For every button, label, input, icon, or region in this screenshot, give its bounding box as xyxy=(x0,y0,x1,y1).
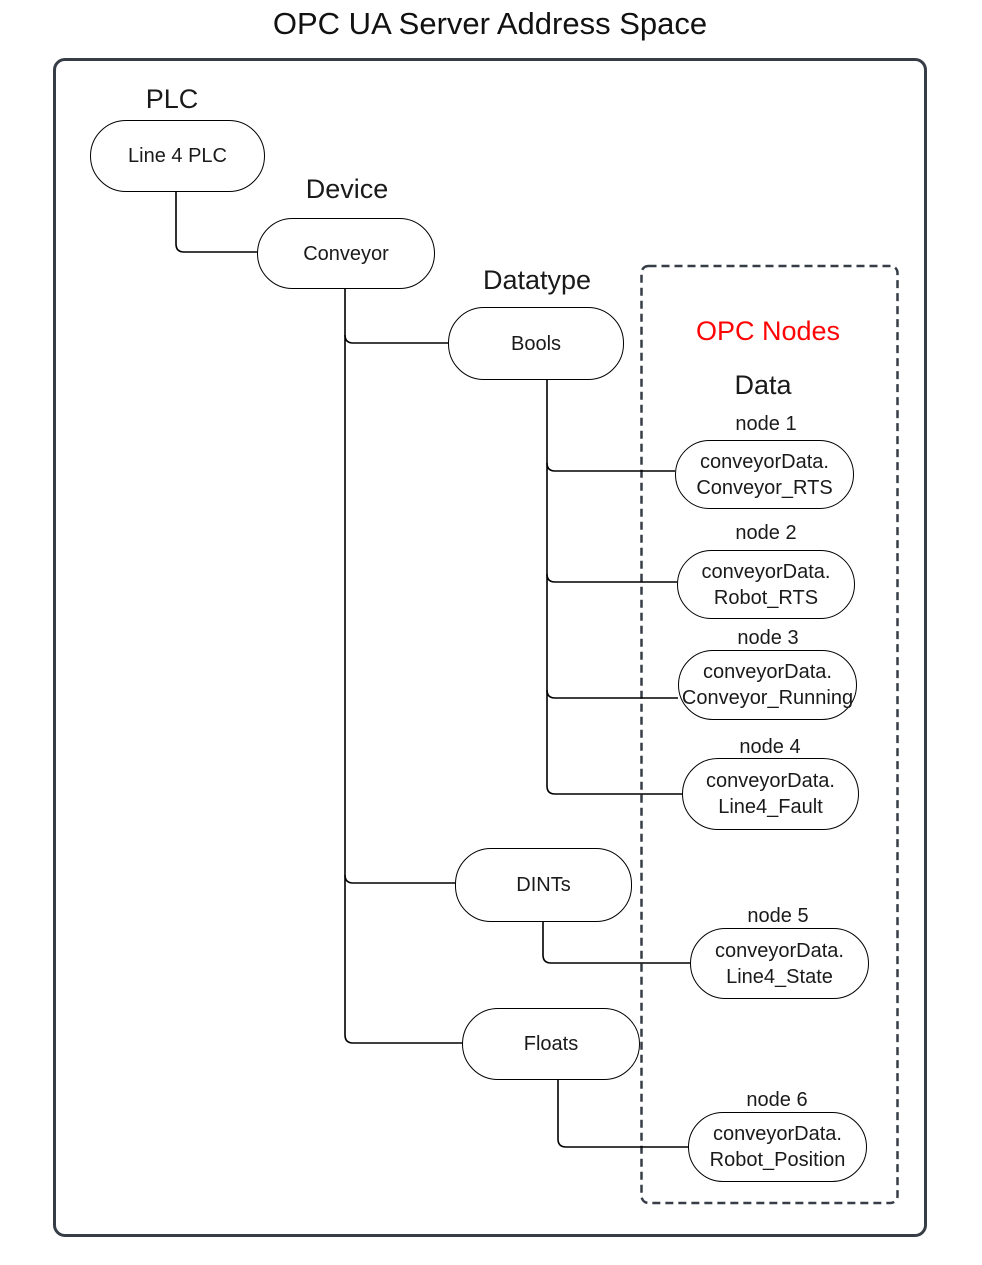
opc-node5-bubble: conveyorData. Line4_State xyxy=(690,928,869,999)
opc-node2-line1: conveyorData. xyxy=(701,560,831,583)
group-label-plc: PLC xyxy=(145,84,199,114)
connector-floats-node6 xyxy=(557,1078,688,1148)
connector-branch-node1 xyxy=(546,462,675,472)
node-floats-label: Floats xyxy=(523,1033,579,1055)
opc-node4-bubble: conveyorData. Line4_Fault xyxy=(682,758,859,830)
connector-conveyor-trunk xyxy=(344,287,462,1044)
connector-branch-bools xyxy=(344,334,448,344)
opc-nodes-dashed-box xyxy=(640,264,899,1205)
node-floats: Floats xyxy=(462,1008,640,1080)
opc-node1-id: node 1 xyxy=(735,413,797,435)
connector-branch-node3 xyxy=(546,689,678,699)
connector-bools-trunk xyxy=(546,378,682,795)
diagram-title: OPC UA Server Address Space xyxy=(272,6,708,41)
node-line4-plc: Line 4 PLC xyxy=(90,120,265,192)
connector-plc-conveyor xyxy=(175,190,257,253)
opc-node3-id: node 3 xyxy=(737,627,799,649)
node-conveyor: Conveyor xyxy=(257,218,435,289)
node-bools-label: Bools xyxy=(510,332,562,355)
connector-dints-node5 xyxy=(542,920,690,964)
group-label-datatype: Datatype xyxy=(482,265,592,295)
opc-node6-line1: conveyorData. xyxy=(713,1123,842,1145)
node-line4-plc-label: Line 4 PLC xyxy=(128,145,227,167)
opc-node1-line2: Conveyor_RTS xyxy=(696,476,833,499)
opc-node3-line1: conveyorData. xyxy=(703,661,832,683)
opc-node6-bubble: conveyorData. Robot_Position xyxy=(688,1112,867,1182)
opc-node3-bubble: conveyorData. Conveyor_Running xyxy=(678,650,857,720)
opc-node5-id: node 5 xyxy=(747,905,809,927)
opc-node4-line2: Line4_Fault xyxy=(718,796,823,818)
opc-node2-line2: Robot_RTS xyxy=(713,586,819,609)
opc-nodes-subtitle: Data xyxy=(734,370,792,400)
group-label-device: Device xyxy=(305,174,389,204)
node-dints: DINTs xyxy=(455,848,632,922)
opc-node5-line2: Line4_State xyxy=(726,965,833,988)
connector-branch-node2 xyxy=(546,573,677,583)
opc-node1-line1: conveyorData. xyxy=(700,450,829,473)
opc-node4-id: node 4 xyxy=(739,736,801,758)
node-conveyor-label: Conveyor xyxy=(303,242,389,265)
opc-node2-bubble: conveyorData. Robot_RTS xyxy=(677,550,855,619)
opc-node5-line1: conveyorData. xyxy=(715,939,844,962)
opc-node6-line2: Robot_Position xyxy=(709,1149,846,1171)
node-dints-label: DINTs xyxy=(516,874,571,896)
opc-node4-line1: conveyorData. xyxy=(706,770,835,792)
opc-node6-id: node 6 xyxy=(746,1089,808,1111)
opc-nodes-box-title: OPC Nodes xyxy=(695,316,841,346)
opc-node1-bubble: conveyorData. Conveyor_RTS xyxy=(675,440,854,509)
opc-node3-line2: Conveyor_Running xyxy=(681,687,854,709)
node-bools: Bools xyxy=(448,307,624,380)
address-space-frame xyxy=(53,58,927,1237)
connector-branch-dints xyxy=(344,874,455,884)
opc-node2-id: node 2 xyxy=(735,522,797,544)
